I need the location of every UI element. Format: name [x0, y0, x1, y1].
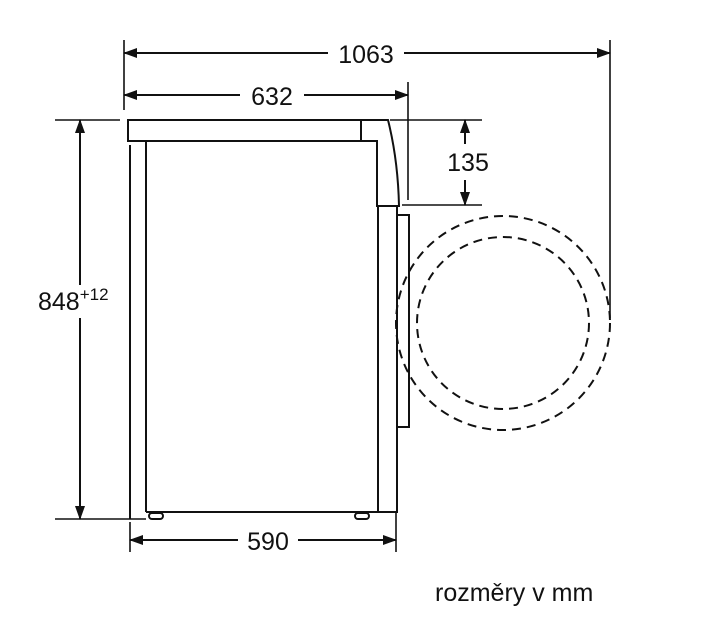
dim-label-632: 632 [251, 83, 293, 111]
dim-label-590: 590 [247, 528, 289, 556]
foot-rear [148, 512, 164, 520]
foot-front [354, 512, 370, 520]
machine-side-view [127, 119, 410, 520]
front-plinth [377, 205, 398, 513]
door-swing-inner-circle [416, 236, 590, 410]
door-hinge-panel [396, 214, 410, 428]
units-caption: rozměry v mm [435, 579, 593, 607]
extension-lines [55, 40, 611, 552]
height-value: 848 [38, 288, 80, 316]
height-tolerance: +12 [80, 285, 109, 304]
dim-label-848: 848+12 [38, 285, 109, 316]
door-swing-outer-circle [395, 215, 611, 431]
dim-label-135: 135 [447, 149, 489, 177]
top-panel [127, 119, 362, 142]
control-panel-front [361, 119, 401, 207]
dim-label-1063: 1063 [338, 41, 394, 69]
